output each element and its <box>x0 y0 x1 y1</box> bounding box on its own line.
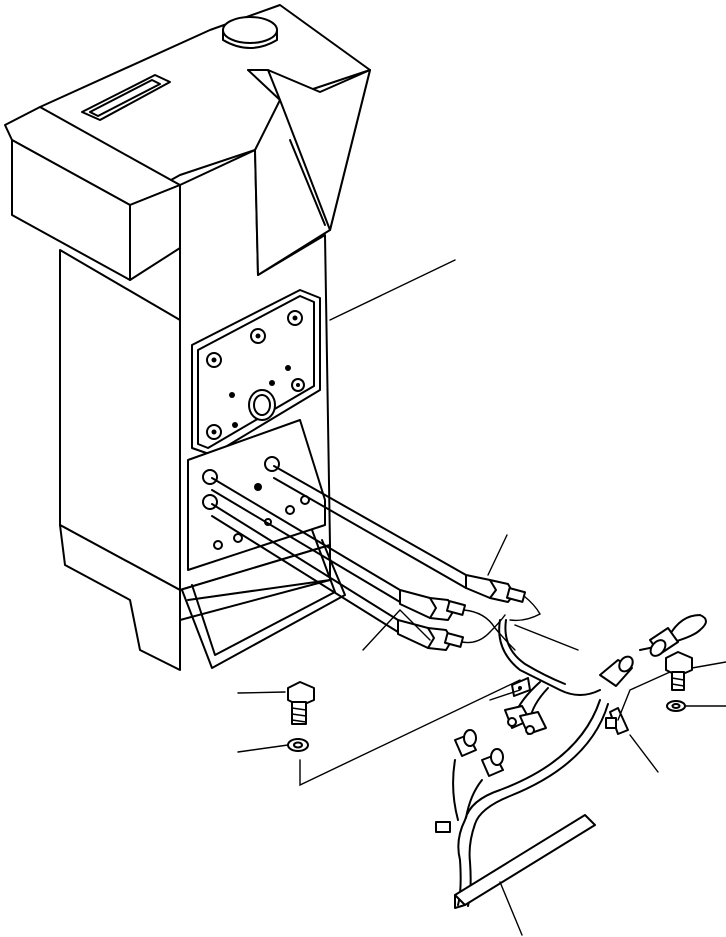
wire-connector-icon <box>498 619 634 735</box>
washer-icon <box>287 700 686 752</box>
wire-clamp-icon <box>605 614 707 735</box>
port-frame <box>181 419 346 669</box>
wiring-harness-icon <box>435 699 609 909</box>
pressure-sensor-icon <box>211 465 541 651</box>
flange-plate-icon <box>191 289 321 456</box>
leader-lines <box>237 259 726 936</box>
bolt-icon <box>287 651 693 725</box>
